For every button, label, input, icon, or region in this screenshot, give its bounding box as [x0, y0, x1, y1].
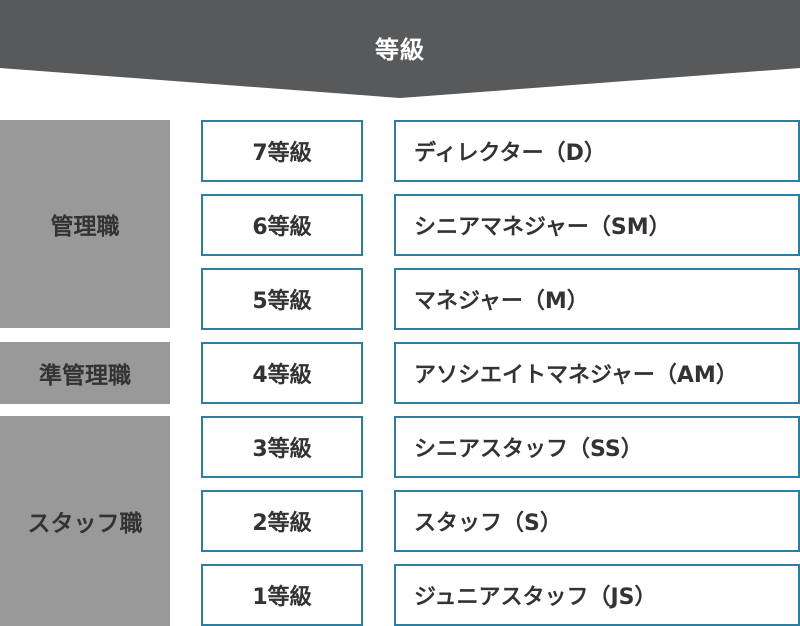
grade-box-7: 7等級 — [201, 120, 363, 182]
title-box-senior-manager: シニアマネジャー（SM） — [394, 194, 800, 256]
grade-box-4: 4等級 — [201, 342, 363, 404]
title-box-manager: マネジャー（M） — [394, 268, 800, 330]
category-management: 管理職 — [0, 120, 170, 328]
category-semi-management: 準管理職 — [0, 342, 170, 404]
grade-box-6: 6等級 — [201, 194, 363, 256]
header-arrow-shape — [0, 0, 800, 98]
header-title: 等級 — [375, 36, 425, 64]
title-box-associate-manager: アソシエイトマネジャー（AM） — [394, 342, 800, 404]
title-box-director: ディレクター（D） — [394, 120, 800, 182]
title-box-junior-staff: ジュニアスタッフ（JS） — [394, 564, 800, 626]
grade-box-5: 5等級 — [201, 268, 363, 330]
grade-box-2: 2等級 — [201, 490, 363, 552]
grade-box-1: 1等級 — [201, 564, 363, 626]
header-banner: 等級 — [0, 0, 800, 98]
category-staff: スタッフ職 — [0, 416, 170, 626]
title-box-staff: スタッフ（S） — [394, 490, 800, 552]
title-box-senior-staff: シニアスタッフ（SS） — [394, 416, 800, 478]
grade-box-3: 3等級 — [201, 416, 363, 478]
